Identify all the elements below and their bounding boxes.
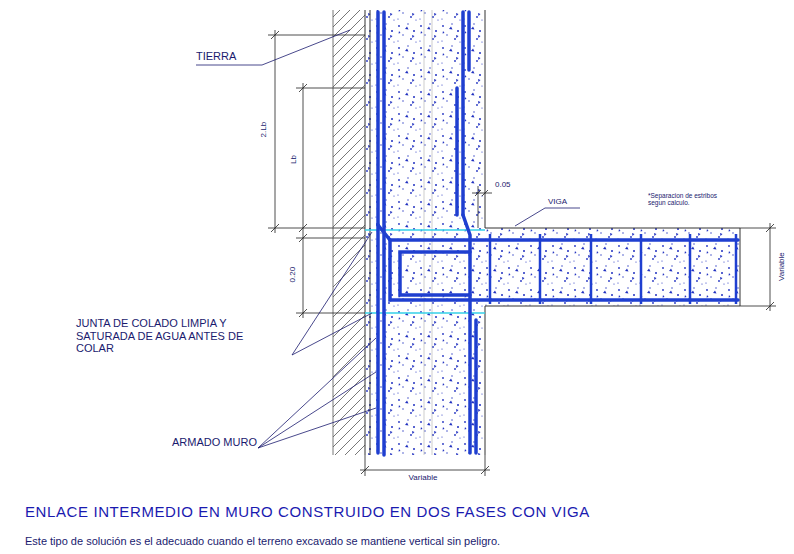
dimension-text: Variable [409, 473, 438, 482]
dimension-text: 2.Lb [259, 121, 268, 139]
stirrups [490, 234, 736, 304]
drawing-title: ENLACE INTERMEDIO EN MURO CONSTRUIDO EN … [25, 503, 590, 520]
beam-label: VIGA [548, 197, 567, 206]
dimension-text: Variable [776, 253, 785, 282]
dimension-text: 0.20 [288, 266, 297, 284]
rebar-label: ARMADO MURO [172, 436, 257, 449]
soil-hatch [333, 10, 365, 455]
concrete-outline [365, 10, 740, 455]
note-text: *Separacion de estribos segun calculo. [648, 192, 726, 207]
dimension-lines [268, 30, 776, 476]
soil-label: TIERRA [196, 50, 236, 63]
rebar [378, 12, 738, 455]
dimension-text: Lb [288, 155, 297, 166]
leader-lines [196, 30, 580, 448]
drawing-caption: Este tipo de solución es el adecuado cua… [25, 535, 500, 548]
dimension-text: 0.05 [495, 180, 511, 189]
joint-note: JUNTA DE COLADO LIMPIA Y SATURADA DE AGU… [76, 317, 248, 355]
